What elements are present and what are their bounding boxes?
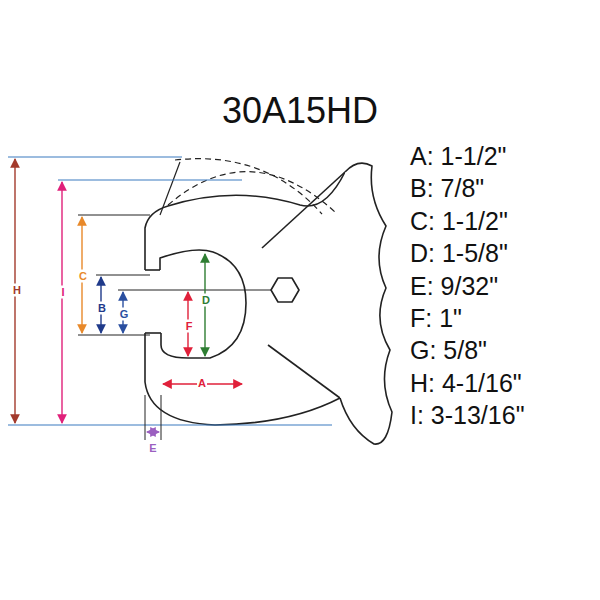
diagram-title: 30A15HD [222,93,378,129]
dimension-value: I: 3-13/16" [410,403,525,428]
dimension-letter: H [12,284,22,297]
extension-lines [8,157,332,425]
dimension-value: C: 1-1/2" [410,209,508,234]
dimension-letter: G [119,308,130,321]
dimension-letter: C [78,270,88,283]
dimension-letter: F [185,320,194,333]
dimension-arrows [15,159,242,432]
dimension-letter: E [148,442,157,455]
dimension-value: H: 4-1/16" [410,371,522,396]
dimension-value: D: 1-5/8" [410,241,508,266]
dimension-letter: B [97,302,107,315]
dimension-value: B: 7/8" [410,176,484,201]
dimension-letter: A [197,377,207,390]
clamp-body [145,159,392,444]
reference-lines [78,215,271,440]
dimension-value: G: 5/8" [410,338,487,363]
dimension-value: A: 1-1/2" [410,144,506,169]
dimension-letter: D [201,294,211,307]
dimension-value: E: 9/32" [410,274,498,299]
dimension-letter: I [60,286,65,299]
dimension-value: F: 1" [410,306,462,331]
